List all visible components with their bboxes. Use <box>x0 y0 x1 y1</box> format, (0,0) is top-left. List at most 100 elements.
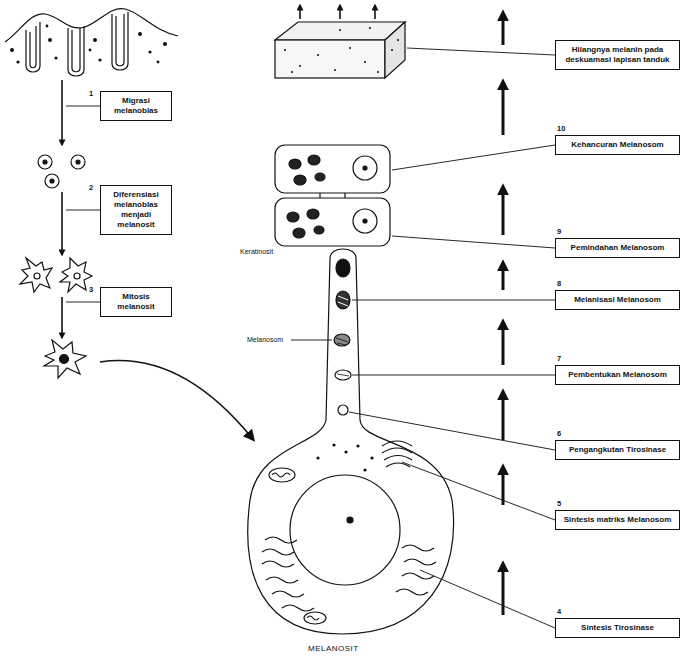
melanocyte-cell <box>382 448 412 453</box>
melanocyte-small <box>44 340 86 378</box>
melanocyte-cell <box>396 589 428 595</box>
process-box: Pengangkutan Tirosinase <box>555 440 680 460</box>
skin-tissue <box>157 61 160 64</box>
melanocyte-cell <box>248 249 454 634</box>
step-label: Hilangnya melanin pada deskuamasi lapisa… <box>561 45 674 65</box>
leader-line <box>420 570 555 628</box>
leader-line <box>392 145 555 170</box>
step-label: Sintesis matriks Melanosom <box>561 515 674 525</box>
horny-layer-block <box>397 39 399 41</box>
keratinocyte <box>314 226 324 234</box>
process-box: Diferensiasi melanoblas menjadi melanosi… <box>100 185 172 235</box>
melanocyte-cell <box>272 473 290 477</box>
horny-layer-block <box>364 61 366 63</box>
melanocyte-cell <box>290 475 400 585</box>
skin-tissue <box>138 32 142 36</box>
pathway-arrow <box>502 14 505 615</box>
callout-number: 8 <box>557 279 561 288</box>
horny-layer-block <box>349 47 351 49</box>
melanocyte-cell <box>336 259 350 277</box>
step-label: Pembentukan Melanosom <box>561 370 674 380</box>
horny-layer-block <box>275 22 405 40</box>
keratinocyte <box>275 145 390 246</box>
melanocyte-small <box>20 258 52 292</box>
cell-title: MELANOSIT <box>308 644 359 653</box>
leader-line <box>66 106 100 107</box>
melanocyte-cell <box>266 577 298 583</box>
melanocyte-cell <box>316 456 319 459</box>
process-box: Kehancuran Melanosom <box>555 135 680 155</box>
melanocyte-small <box>74 273 80 279</box>
horny-layer-block <box>385 22 405 78</box>
horny-layer-block <box>284 27 399 73</box>
horny-layer-block <box>369 27 371 29</box>
keratinocyte <box>287 155 325 238</box>
melanocyte-cell <box>338 296 348 306</box>
melanocyte-cell <box>269 468 295 482</box>
step-label: Mitosis melanosit <box>104 292 168 312</box>
desquamation-arrow <box>300 5 375 19</box>
process-box: Pemindahan Melanosom <box>555 238 680 258</box>
skin-tissue <box>93 38 97 42</box>
keratinocyte <box>315 173 325 181</box>
melanocyte-cell <box>344 450 347 453</box>
skin-tissue <box>10 48 14 52</box>
melanocyte-cell <box>336 291 350 309</box>
horny-layer-block <box>339 29 341 31</box>
melanocyte-cell <box>282 605 314 611</box>
process-box: Hilangnya melanin pada deskuamasi lapisa… <box>555 40 680 70</box>
keratinocyte <box>353 209 377 233</box>
melanocyte-cell <box>265 537 297 543</box>
keratinocyte <box>289 159 301 169</box>
step-label: Melanisasi Melanosom <box>561 295 674 305</box>
melanocyte-cell <box>370 456 373 459</box>
melanoblast-cell <box>71 155 85 169</box>
melanocyte-cell <box>404 559 436 565</box>
melanocyte-cell <box>384 456 412 461</box>
step-label: Sintesis Tirosinase <box>561 623 674 633</box>
leader-line <box>349 412 555 450</box>
melanocyte-small <box>34 273 40 279</box>
pathway-arrow <box>502 323 505 365</box>
melanoblast-cell <box>38 155 85 188</box>
callout-number: 4 <box>557 607 561 616</box>
skin-tissue <box>89 49 92 52</box>
process-box: Pembentukan Melanosom <box>555 365 680 385</box>
melanocyte-cell <box>262 561 294 567</box>
melanocyte-cell <box>356 444 359 447</box>
melanocyte-cell <box>336 338 348 345</box>
process-arrow <box>61 80 63 145</box>
process-arrow <box>100 361 252 438</box>
melanocyte-cell <box>335 370 351 380</box>
leader-line <box>392 236 555 248</box>
melanocyte-cell <box>307 616 319 620</box>
process-arrow <box>61 192 63 255</box>
skin-tissue <box>16 60 19 63</box>
process-box: Sintesis matriks Melanosom <box>555 510 680 530</box>
skin-tissue <box>30 26 36 68</box>
keratinocyte <box>294 175 306 185</box>
pathway-arrow <box>502 264 505 290</box>
melanocyte-cell <box>402 545 434 551</box>
melanocyte-cell <box>338 405 348 415</box>
skin-tissue <box>48 38 52 42</box>
leader-line <box>352 300 555 301</box>
skin-tissue <box>116 14 124 66</box>
pathway-arrow <box>502 188 505 235</box>
skin-tissue <box>46 25 49 28</box>
leader-line <box>352 375 555 376</box>
skin-tissue <box>98 58 101 61</box>
skin-tissue <box>163 42 167 46</box>
melanocyte-cell <box>316 443 373 471</box>
keratinocyte <box>293 228 305 238</box>
melanocyte-cell <box>334 334 350 346</box>
melanocyte-cell <box>332 443 335 446</box>
leader-line <box>66 48 555 628</box>
callout-number: 9 <box>557 227 561 236</box>
leader-line <box>66 210 100 211</box>
skin-tissue <box>68 26 84 76</box>
melanocyte-small <box>20 258 92 378</box>
horny-layer-block <box>275 40 385 78</box>
melanocyte-cell <box>363 468 366 471</box>
